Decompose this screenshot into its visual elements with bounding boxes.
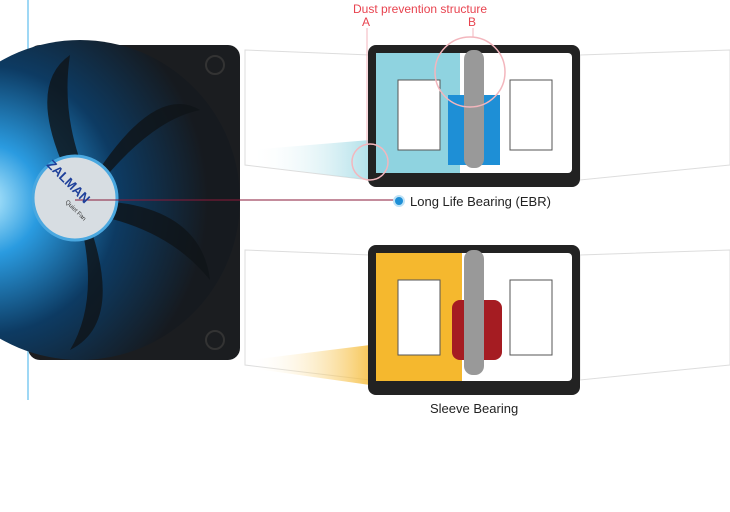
ebr-diagram — [244, 28, 730, 207]
fan-image — [0, 0, 240, 400]
ebr-label: Long Life Bearing (EBR) — [410, 194, 551, 209]
dust-prevention-title: Dust prevention structure — [353, 2, 488, 16]
marker-b: B — [468, 15, 477, 29]
sleeve-label: Sleeve Bearing — [430, 401, 519, 416]
sleeve-diagram — [244, 245, 730, 395]
marker-a: A — [362, 15, 371, 29]
